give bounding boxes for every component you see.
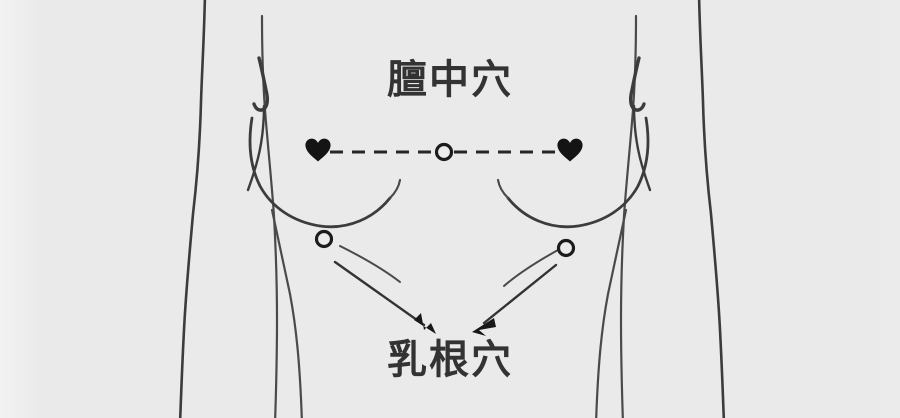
rugen-acupoint-label: 乳根穴 (387, 337, 513, 383)
right-breast-inner-curve (496, 178, 510, 200)
left-breast-underline (248, 116, 392, 229)
left-arm-outer-line (178, 0, 207, 418)
left-breast-inner-curve (388, 178, 402, 200)
left-torso-side-line (270, 208, 303, 418)
left-armpit-fold (252, 56, 270, 112)
left-rib-line (339, 245, 401, 283)
rugen-acupoint-right-circle-icon (556, 238, 576, 258)
right-armpit-crease (632, 104, 652, 192)
danzhong-acupoint-circle-icon (434, 142, 454, 162)
right-breast-underline (506, 116, 650, 229)
heart-icon (305, 138, 331, 162)
right-armpit-fold (628, 56, 646, 112)
arrow-right-head-icon (472, 318, 496, 336)
right-torso-side-line (595, 208, 628, 418)
rugen-acupoint-left-circle-icon (314, 229, 334, 249)
arrow-left-shaft (333, 260, 426, 327)
left-armpit-crease (246, 104, 266, 192)
danzhong-acupoint-label: 膻中穴 (387, 57, 513, 103)
right-rib-line (503, 249, 559, 287)
arrow-left-head-icon (414, 313, 436, 334)
heart-icon (557, 138, 583, 162)
arrow-right-shaft (482, 263, 558, 325)
right-arm-outer-line (697, 0, 726, 418)
